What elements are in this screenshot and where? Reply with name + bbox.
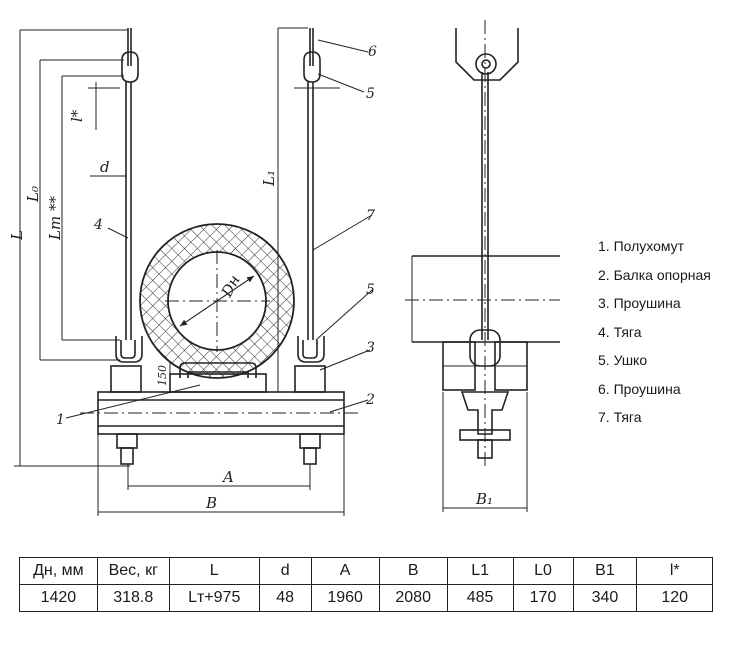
callout-1: 1 (56, 412, 65, 428)
table-header-cell: d (258, 557, 312, 585)
left-lug (110, 365, 142, 393)
side-eye (469, 329, 501, 367)
callout-7: 7 (366, 208, 375, 224)
table-cell: 2080 (378, 584, 448, 612)
legend-item: 1. Полухомут (598, 238, 685, 254)
dim-label-LT: Lт ** (46, 196, 64, 241)
right-lower-eye (297, 336, 325, 363)
legend-item: 5. Ушко (598, 352, 648, 368)
legend-item: 4. Тяга (598, 323, 642, 340)
parts-legend: 1. Полухомут 2. Балка опорная 3. Проушин… (598, 232, 711, 432)
table-header-row: Дн, мм Вес, кг L d A B L1 L0 B1 l* (19, 557, 713, 585)
table-cell: 1420 (19, 584, 98, 612)
callout-5-bottom: 5 (366, 282, 375, 298)
legend-item: 3. Проушина (598, 295, 681, 311)
table-row: 1420 318.8 Lт+975 48 1960 2080 485 170 3… (19, 584, 713, 612)
table-header-cell: L0 (512, 557, 574, 585)
top-bracket (455, 28, 519, 81)
table-header-cell: Дн, мм (19, 557, 98, 585)
callout-5-top: 5 (366, 86, 375, 102)
table-header-cell: L (168, 557, 260, 585)
legend-item: 6. Проушина (598, 380, 681, 397)
table-cell: 1960 (310, 584, 380, 612)
dim-label-L0: L₀ (24, 186, 42, 203)
callout-3: 3 (366, 340, 375, 356)
table-header-cell: A (310, 557, 380, 585)
table-cell: 318.8 (96, 584, 170, 612)
left-upper-eye (121, 51, 139, 83)
table-header-cell: B1 (572, 557, 638, 585)
callout-2: 2 (365, 392, 375, 408)
table-cell: 170 (512, 584, 574, 612)
right-upper-eye (303, 51, 321, 83)
dim-label-A: A (221, 468, 234, 486)
legend-item: 7. Тяга (598, 409, 642, 425)
side-view (405, 20, 560, 512)
table-header-cell: B (378, 557, 448, 585)
left-lower-eye (115, 336, 143, 363)
half-clamp (179, 362, 257, 378)
table-cell: 48 (258, 584, 312, 612)
table-cell: 340 (572, 584, 638, 612)
table-header-cell: l* (636, 557, 713, 585)
dim-label-B: B (205, 494, 217, 512)
dim-label-L1: L₁ (260, 170, 278, 187)
callout-4: 4 (93, 217, 103, 233)
dim-label-L: L (8, 230, 26, 241)
callout-6: 6 (368, 44, 377, 60)
table-header-cell: Вес, кг (96, 557, 170, 585)
right-bolt (299, 433, 321, 449)
dim-label-150: 150 (156, 365, 169, 386)
dim-label-d: d (100, 158, 110, 176)
table-cell: 485 (446, 584, 514, 612)
left-bolt (116, 433, 138, 449)
table-cell: 120 (636, 584, 713, 612)
dim-label-B1: B₁ (475, 490, 493, 508)
legend-item: 2. Балка опорная (598, 266, 711, 283)
front-view (14, 27, 373, 516)
table-header-cell: L1 (446, 557, 514, 585)
parameters-table: Дн, мм Вес, кг L d A B L1 L0 B1 l* 1420 … (19, 557, 713, 612)
dim-label-l: l* (68, 109, 86, 122)
side-t-profile (460, 391, 510, 435)
table-cell: Lт+975 (168, 584, 260, 612)
